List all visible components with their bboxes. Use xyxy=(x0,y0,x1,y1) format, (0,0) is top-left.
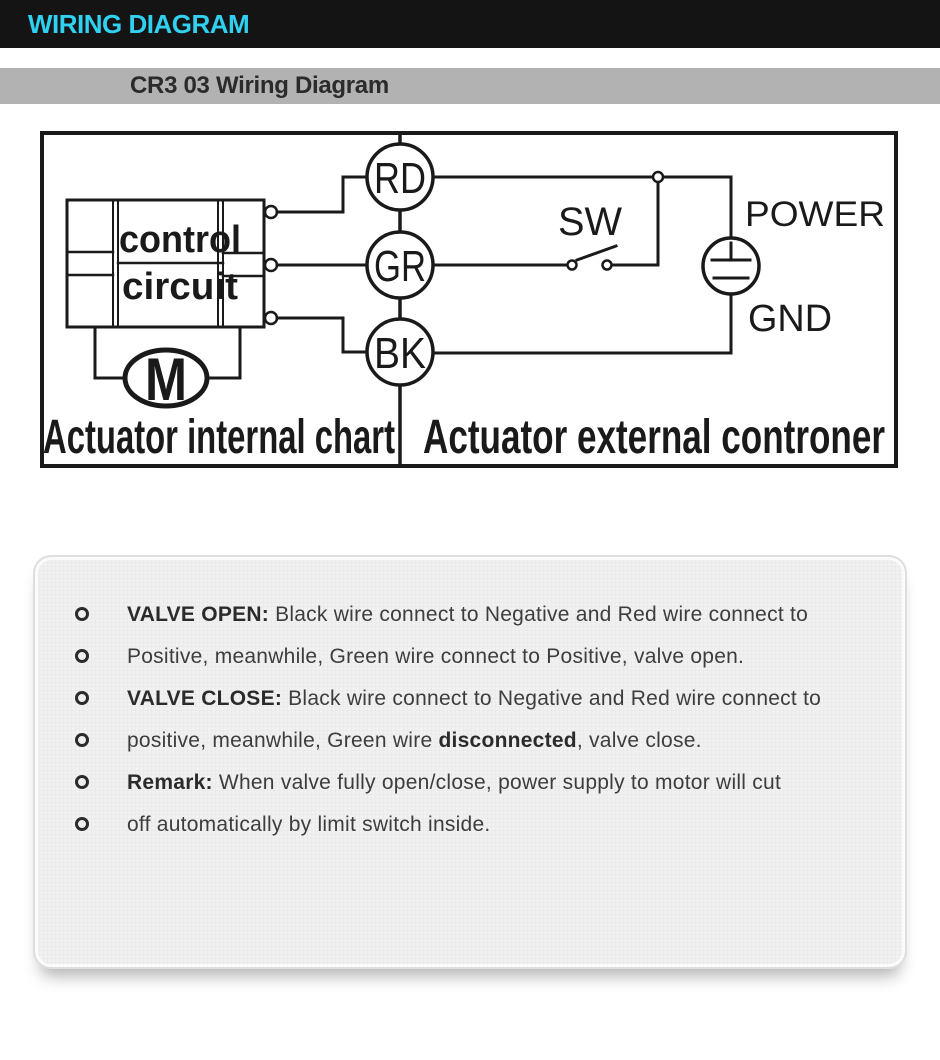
note-text: Positive, meanwhile, Green wire connect … xyxy=(127,646,744,667)
note-line: VALVE CLOSE: Black wire connect to Negat… xyxy=(35,677,905,719)
text-segment: When valve fully open/close, power suppl… xyxy=(212,770,782,794)
power-source-circle xyxy=(701,236,761,296)
header-bar: WIRING DIAGRAM xyxy=(0,0,940,48)
bullet-circle-icon xyxy=(75,649,89,663)
green-wire-circle xyxy=(365,230,435,300)
power-label: POWER xyxy=(745,195,885,234)
notes-panel: VALVE OPEN: Black wire connect to Negati… xyxy=(33,555,907,969)
bullet-circle-icon xyxy=(75,733,89,747)
switch-label: SW xyxy=(558,200,622,244)
circuit-label: circuit xyxy=(122,266,238,308)
diagram-subtitle: CR3 03 Wiring Diagram xyxy=(130,72,389,99)
ground-label: GND xyxy=(748,298,832,340)
red-wire-circle xyxy=(365,142,435,212)
internal-wires xyxy=(275,175,369,354)
text-segment: , valve close. xyxy=(576,728,702,752)
terminal-circle xyxy=(263,204,279,220)
bullet-circle-icon xyxy=(75,775,89,789)
wire-color-terminals: RD GR BK xyxy=(365,142,435,387)
text-segment: Black wire connect to Negative and Red w… xyxy=(282,686,822,710)
note-line: positive, meanwhile, Green wire disconne… xyxy=(35,719,905,761)
caption-internal: Actuator internal chart xyxy=(43,411,395,464)
text-segment: Positive, meanwhile, Green wire connect … xyxy=(127,644,745,668)
black-wire-circle xyxy=(365,317,435,387)
junction-node xyxy=(651,170,665,184)
power-source-symbol: POWER GND xyxy=(701,195,885,340)
switch-contact xyxy=(566,259,578,271)
note-text: positive, meanwhile, Green wire disconne… xyxy=(127,730,702,751)
red-wire xyxy=(431,175,733,240)
text-segment: Remark: xyxy=(127,770,213,794)
control-label: control xyxy=(119,219,241,261)
text-segment: disconnected xyxy=(438,728,577,752)
text-segment: Black wire connect to Negative and Red w… xyxy=(269,602,809,626)
switch-symbol: SW xyxy=(558,200,622,271)
red-wire-label: RD xyxy=(374,154,426,203)
text-segment: positive, meanwhile, Green wire xyxy=(127,728,439,752)
bullet-circle-icon xyxy=(75,607,89,621)
bullet-circle-icon xyxy=(75,691,89,705)
note-line: Remark: When valve fully open/close, pow… xyxy=(35,761,905,803)
motor-label: M xyxy=(145,346,187,413)
note-line: VALVE OPEN: Black wire connect to Negati… xyxy=(35,593,905,635)
text-segment: off automatically by limit switch inside… xyxy=(127,812,491,836)
note-text: VALVE CLOSE: Black wire connect to Negat… xyxy=(127,688,821,709)
note-line: Positive, meanwhile, Green wire connect … xyxy=(35,635,905,677)
control-circuit-block: control circuit xyxy=(65,198,279,329)
caption-external: Actuator external controner xyxy=(423,411,885,464)
switch-blade xyxy=(575,244,618,262)
green-wire-label: GR xyxy=(374,242,426,291)
note-text: off automatically by limit switch inside… xyxy=(127,814,491,835)
text-segment: VALVE OPEN: xyxy=(127,602,269,626)
page-title: WIRING DIAGRAM xyxy=(28,9,250,39)
terminal-circle xyxy=(263,310,279,326)
switch-contact xyxy=(601,259,613,271)
diagram-outer-border xyxy=(40,131,898,468)
note-text: VALVE OPEN: Black wire connect to Negati… xyxy=(127,604,808,625)
black-wire-label: BK xyxy=(374,329,426,378)
subheader-bar: CR3 03 Wiring Diagram xyxy=(0,68,940,104)
wiring-diagram: control circuit M xyxy=(40,131,898,468)
bullet-circle-icon xyxy=(75,817,89,831)
note-line: off automatically by limit switch inside… xyxy=(35,803,905,845)
ground-wire xyxy=(431,292,733,355)
motor-ellipse xyxy=(122,347,210,409)
text-segment: VALVE CLOSE: xyxy=(127,686,283,710)
note-text: Remark: When valve fully open/close, pow… xyxy=(127,772,781,793)
motor-symbol: M xyxy=(93,325,242,413)
external-wires xyxy=(431,170,733,355)
terminal-circle xyxy=(263,257,279,273)
